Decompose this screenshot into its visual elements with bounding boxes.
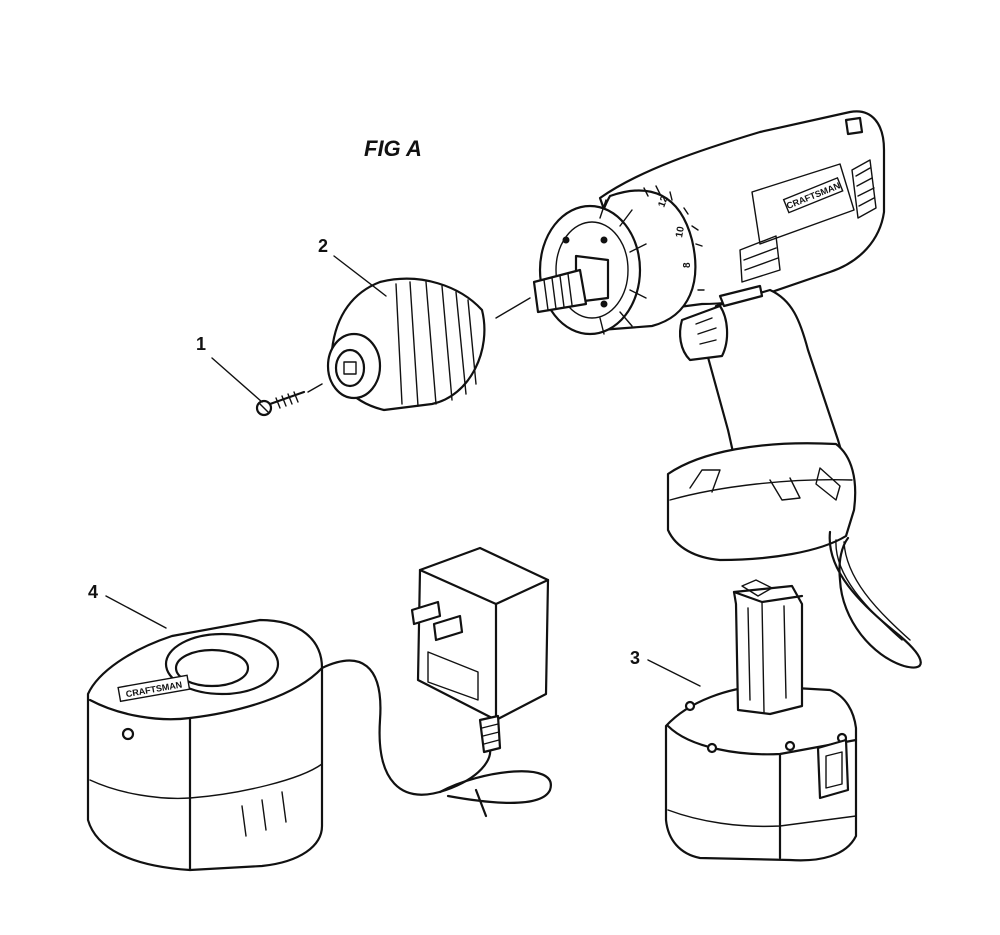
dial-number-12: 12	[656, 194, 670, 209]
screw	[255, 390, 306, 417]
callout-number-4: 4	[88, 582, 98, 602]
callout-1: 1	[196, 334, 263, 403]
callout-number-1: 1	[196, 334, 206, 354]
dial-number-10: 10	[674, 225, 687, 238]
figure-title: FIG A	[364, 136, 422, 161]
chuck-mount-line	[495, 297, 531, 319]
battery-pack	[664, 579, 858, 862]
screw-mount-line	[307, 383, 323, 393]
clutch-dial-numbers: 12 10 8	[656, 194, 693, 268]
charger-cord	[320, 659, 492, 796]
callout-2: 2	[318, 236, 387, 297]
callout-number-2: 2	[318, 236, 328, 256]
callout-4: 4	[88, 582, 167, 629]
callout-number-3: 3	[630, 648, 640, 668]
drill-body: CRAFTSMAN 12 10 8	[532, 110, 886, 562]
wrist-strap	[828, 530, 922, 669]
callout-3: 3	[630, 648, 701, 687]
chuck	[326, 277, 486, 412]
charger: CRAFTSMAN	[86, 618, 324, 872]
dial-number-8: 8	[682, 262, 693, 268]
wall-adapter	[410, 546, 550, 754]
